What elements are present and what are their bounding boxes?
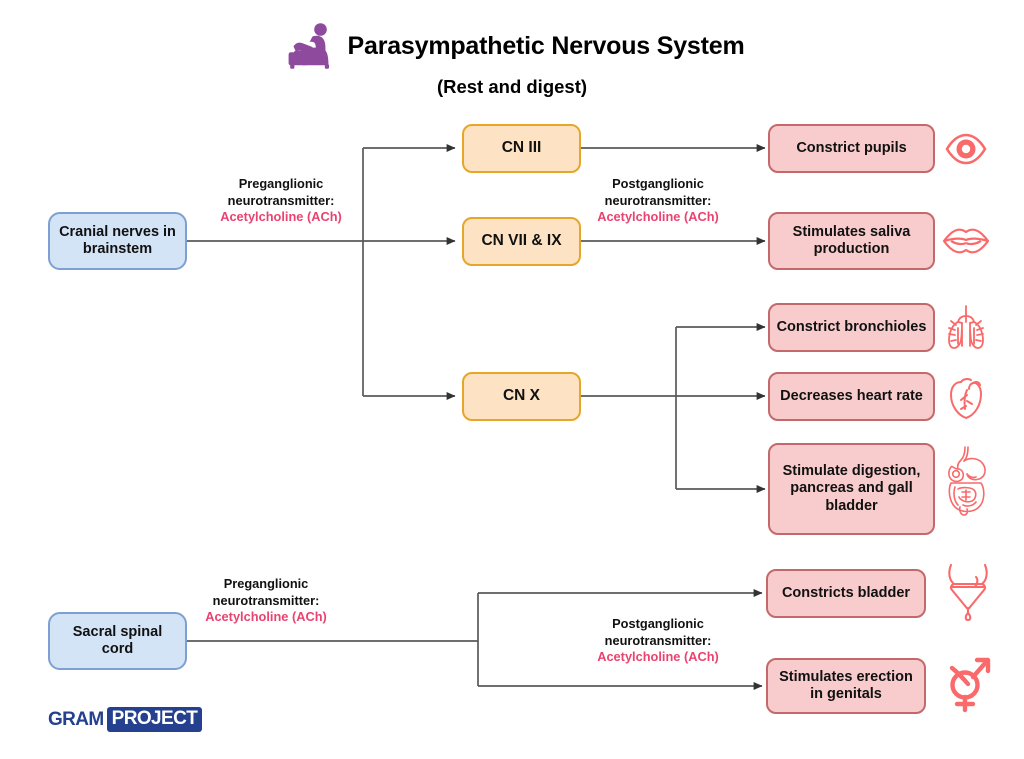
neurotransmitter-label-post-cranial: Postganglionic neurotransmitter: Acetylc…: [572, 176, 744, 226]
ganglion-node-label: CN III: [501, 139, 542, 157]
neurotransmitter-label-pre-cranial: Preganglionic neurotransmitter: Acetylch…: [195, 176, 367, 226]
lungs-icon: [944, 302, 988, 352]
logo-word-project: PROJECT: [106, 707, 203, 732]
nt-line2: neurotransmitter:: [212, 592, 320, 608]
neurotransmitter-label-pre-sacral: Preganglionic neurotransmitter: Acetylch…: [180, 576, 352, 626]
source-node-sacral[interactable]: Sacral spinal cord: [48, 612, 187, 670]
gram-project-logo: GRAM PROJECT: [48, 707, 203, 732]
genitals-icon: [944, 655, 992, 713]
bladder-icon: [945, 563, 991, 623]
ganglion-node-label: CN VII & IX: [481, 232, 562, 250]
source-node-label: Cranial nerves in brainstem: [59, 223, 176, 257]
heart-icon: [947, 373, 987, 421]
page-title: Parasympathetic Nervous System: [347, 31, 745, 60]
page-subtitle: (Rest and digest): [436, 76, 588, 97]
nt-line2: neurotransmitter:: [227, 192, 335, 208]
logo-word-gram: GRAM: [48, 708, 104, 730]
effect-node-saliva[interactable]: Stimulates saliva production: [768, 212, 935, 270]
nt-line2: neurotransmitter:: [604, 632, 712, 648]
lips-icon: [942, 221, 990, 261]
effect-node-genitals[interactable]: Stimulates erection in genitals: [766, 658, 926, 714]
effect-node-pupils[interactable]: Constrict pupils: [768, 124, 935, 173]
effect-node-label: Stimulate digestion, pancreas and gall b…: [782, 463, 921, 514]
nt-line1: Preganglionic: [223, 576, 309, 591]
effect-node-digestion[interactable]: Stimulate digestion, pancreas and gall b…: [768, 443, 935, 535]
neurotransmitter-label-post-sacral: Postganglionic neurotransmitter: Acetylc…: [572, 616, 744, 666]
nt-agent: Acetylcholine (ACh): [597, 649, 719, 665]
nt-line1: Preganglionic: [238, 176, 324, 191]
ganglion-node-label: CN X: [502, 387, 541, 405]
ganglion-node-cn7-9[interactable]: CN VII & IX: [462, 217, 581, 266]
effect-node-heart-rate[interactable]: Decreases heart rate: [768, 372, 935, 421]
effect-node-label: Stimulates erection in genitals: [779, 668, 913, 702]
nt-line2: neurotransmitter:: [604, 192, 712, 208]
nt-agent: Acetylcholine (ACh): [205, 609, 327, 625]
diagram-title-block: Parasympathetic Nervous System (Rest and…: [0, 22, 1024, 98]
ganglion-node-cn10[interactable]: CN X: [462, 372, 581, 421]
source-node-cranial[interactable]: Cranial nerves in brainstem: [48, 212, 187, 270]
effect-node-label: Constrict bronchioles: [776, 318, 927, 335]
ganglion-node-cn3[interactable]: CN III: [462, 124, 581, 173]
source-node-label: Sacral spinal cord: [72, 623, 163, 657]
nt-agent: Acetylcholine (ACh): [597, 209, 719, 225]
effect-node-bronchioles[interactable]: Constrict bronchioles: [768, 303, 935, 352]
nt-line1: Postganglionic: [612, 616, 704, 631]
digestive-system-icon: [943, 445, 991, 517]
effect-node-label: Stimulates saliva production: [792, 223, 911, 257]
effect-node-label: Constrict pupils: [796, 139, 907, 156]
effect-node-label: Decreases heart rate: [780, 387, 923, 404]
reclining-person-armchair-icon: [280, 22, 338, 70]
effect-node-label: Constricts bladder: [781, 584, 911, 601]
eye-icon: [944, 129, 988, 169]
effect-node-bladder[interactable]: Constricts bladder: [766, 569, 926, 618]
nt-line1: Postganglionic: [612, 176, 704, 191]
nt-agent: Acetylcholine (ACh): [220, 209, 342, 225]
